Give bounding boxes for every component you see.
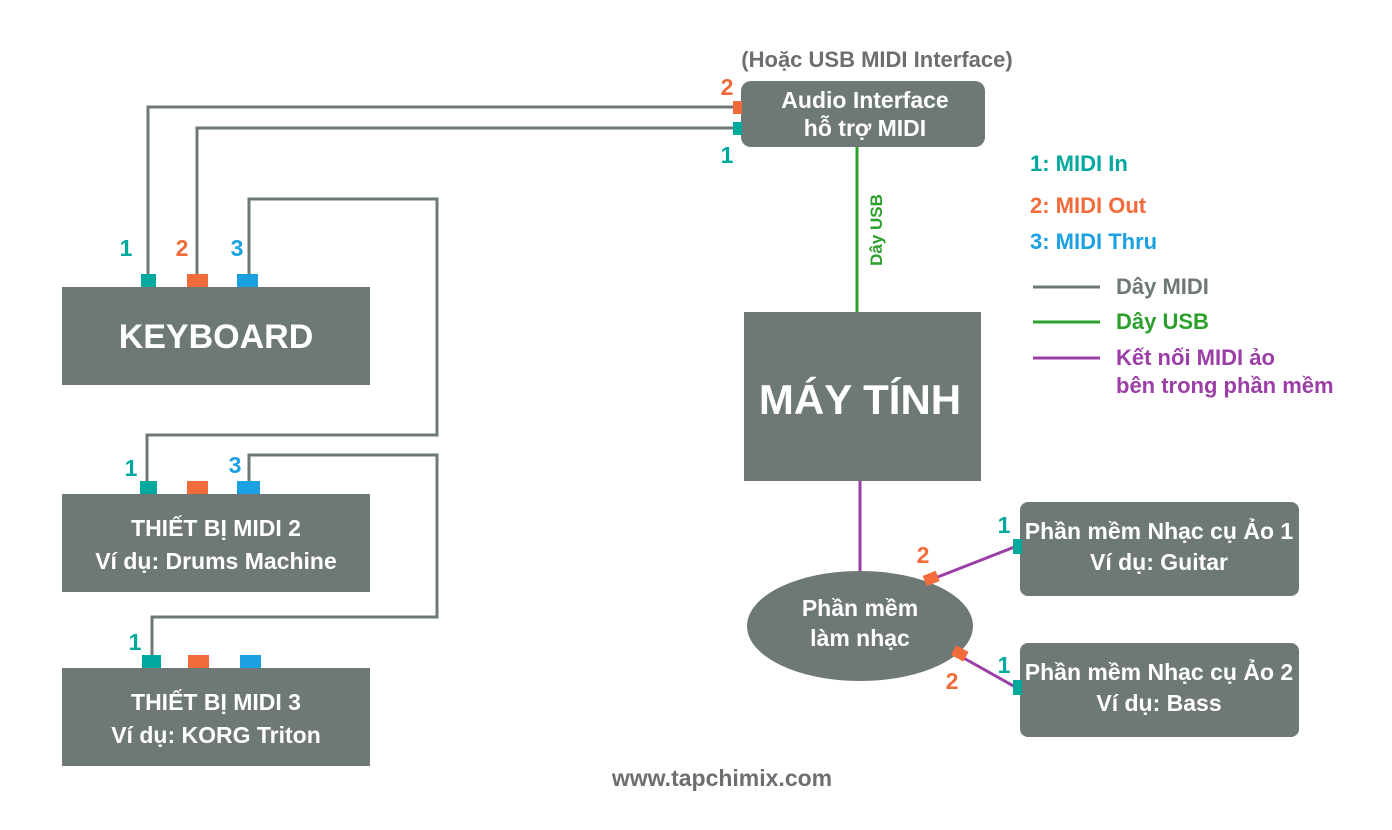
legend-midi-out: 2: MIDI Out xyxy=(1030,193,1147,218)
virtual-instrument-1-box xyxy=(1020,502,1299,596)
keyboard-thru-number: 3 xyxy=(231,235,244,261)
music-software-out-number-a: 2 xyxy=(917,542,930,568)
virtual-instrument-2-label-2: Ví dụ: Bass xyxy=(1096,690,1221,716)
usb-cable-label: Dây USB xyxy=(867,194,886,266)
virtual-instrument-2-box xyxy=(1020,643,1299,737)
legend-usb-cable: Dây USB xyxy=(1116,309,1209,334)
midi-device-2-thru-number: 3 xyxy=(229,452,242,478)
audio-interface-label-2: hỗ trợ MIDI xyxy=(804,114,926,141)
music-software-label-2: làm nhạc xyxy=(810,625,910,651)
legend: 1: MIDI In 2: MIDI Out 3: MIDI Thru Dây … xyxy=(1030,151,1334,398)
legend-virtual-line-1: Kết nối MIDI ảo xyxy=(1116,345,1275,370)
footer-website: www.tapchimix.com xyxy=(611,765,832,791)
audio-interface-box xyxy=(741,81,985,147)
virtual-instrument-1-in-port xyxy=(1013,539,1022,554)
keyboard-box xyxy=(62,287,370,385)
cable-keyboard-thru-to-device2-in xyxy=(145,197,439,482)
interface-out-port xyxy=(733,101,742,114)
music-software-out-port-b xyxy=(951,645,969,662)
cable-keyboard-out-to-interface-in xyxy=(195,126,736,278)
keyboard-out-number: 2 xyxy=(176,235,189,261)
midi-device-2-label-1: THIẾT BỊ MIDI 2 xyxy=(131,514,301,541)
virtual-instrument-1-label-1: Phần mềm Nhạc cụ Ảo 1 xyxy=(1025,516,1294,544)
interface-in-port xyxy=(733,122,742,135)
cable-keyboard-in-to-interface-out xyxy=(146,105,736,278)
virtual-instrument-2-label-1: Phần mềm Nhạc cụ Ảo 2 xyxy=(1025,657,1293,685)
legend-virtual-line-2: bên trong phần mềm xyxy=(1116,373,1334,398)
midi-device-2-in-number: 1 xyxy=(125,455,138,481)
legend-midi-cable: Dây MIDI xyxy=(1116,274,1209,299)
virtual-connections xyxy=(858,481,1018,690)
audio-interface-label-1: Audio Interface xyxy=(781,87,948,113)
virtual-instrument-1: Phần mềm Nhạc cụ Ảo 1 Ví dụ: Guitar 1 xyxy=(998,502,1299,596)
music-software-ellipse xyxy=(747,571,973,681)
midi-cables xyxy=(145,105,736,655)
computer-box xyxy=(744,312,981,481)
legend-midi-thru: 3: MIDI Thru xyxy=(1030,229,1157,254)
midi-device-2-box xyxy=(62,494,370,592)
midi-device-2-thru-port xyxy=(237,481,260,494)
midi-device-3-box xyxy=(62,668,370,766)
midi-device-2: THIẾT BỊ MIDI 2 Ví dụ: Drums Machine 1 3 xyxy=(62,452,370,592)
virtual-instrument-2-in-port xyxy=(1013,680,1022,695)
interface-alt-note: (Hoặc USB MIDI Interface) xyxy=(741,47,1012,72)
keyboard-label: KEYBOARD xyxy=(119,318,314,356)
midi-device-3: THIẾT BỊ MIDI 3 Ví dụ: KORG Triton 1 xyxy=(62,629,370,766)
midi-device-3-in-number: 1 xyxy=(129,629,142,655)
interface-in-number: 1 xyxy=(721,142,734,168)
cable-device2-thru-to-device3-in xyxy=(150,453,439,655)
keyboard-in-port xyxy=(141,274,156,287)
keyboard: KEYBOARD 1 2 3 xyxy=(62,235,370,385)
music-software-out-number-b: 2 xyxy=(946,668,959,694)
midi-device-3-in-port xyxy=(142,655,161,668)
midi-device-3-label-1: THIẾT BỊ MIDI 3 xyxy=(131,688,301,715)
midi-device-2-label-2: Ví dụ: Drums Machine xyxy=(95,548,337,574)
midi-device-2-out-port xyxy=(187,481,208,494)
keyboard-in-number: 1 xyxy=(120,235,133,261)
keyboard-thru-port xyxy=(237,274,258,287)
music-software-label-1: Phần mềm xyxy=(802,595,918,621)
music-software: Phần mềm làm nhạc 2 2 xyxy=(747,542,973,694)
midi-device-3-thru-port xyxy=(240,655,261,668)
midi-device-3-out-port xyxy=(188,655,209,668)
legend-midi-in: 1: MIDI In xyxy=(1030,151,1128,176)
music-software-out-port-a xyxy=(922,570,940,587)
virtual-daw-to-vst1 xyxy=(929,544,1018,582)
interface-out-number: 2 xyxy=(721,74,734,100)
midi-device-3-label-2: Ví dụ: KORG Triton xyxy=(111,722,321,748)
virtual-instrument-1-in-number: 1 xyxy=(998,512,1011,538)
computer: MÁY TÍNH xyxy=(744,312,981,481)
virtual-daw-to-vst2 xyxy=(959,654,1018,690)
computer-label: MÁY TÍNH xyxy=(759,376,961,423)
virtual-instrument-2-in-number: 1 xyxy=(998,652,1011,678)
midi-device-2-in-port xyxy=(140,481,157,494)
virtual-instrument-2: Phần mềm Nhạc cụ Ảo 2 Ví dụ: Bass 1 xyxy=(998,643,1299,737)
audio-interface: Audio Interface hỗ trợ MIDI 2 1 xyxy=(721,74,985,168)
keyboard-out-port xyxy=(187,274,208,287)
virtual-instrument-1-label-2: Ví dụ: Guitar xyxy=(1090,549,1228,575)
